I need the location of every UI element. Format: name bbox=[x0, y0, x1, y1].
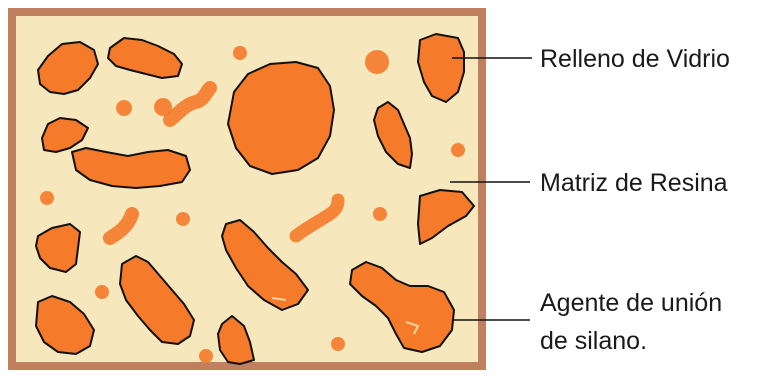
small-particle bbox=[451, 143, 465, 157]
small-particle bbox=[40, 191, 54, 205]
label-silane-line1: Agente de unión bbox=[540, 289, 722, 317]
small-particle bbox=[365, 50, 389, 74]
small-particle bbox=[233, 46, 247, 60]
label-resin-matrix: Matriz de Resina bbox=[540, 169, 728, 197]
small-particle bbox=[95, 285, 109, 299]
small-particle bbox=[199, 349, 213, 363]
label-silane-line2: de silano. bbox=[540, 327, 647, 355]
small-particle bbox=[116, 100, 132, 116]
label-glass-filler: Relleno de Vidrio bbox=[540, 45, 730, 73]
glass-particle bbox=[228, 62, 334, 174]
small-particle bbox=[176, 212, 190, 226]
small-particle bbox=[373, 207, 387, 221]
small-particle bbox=[331, 337, 345, 351]
